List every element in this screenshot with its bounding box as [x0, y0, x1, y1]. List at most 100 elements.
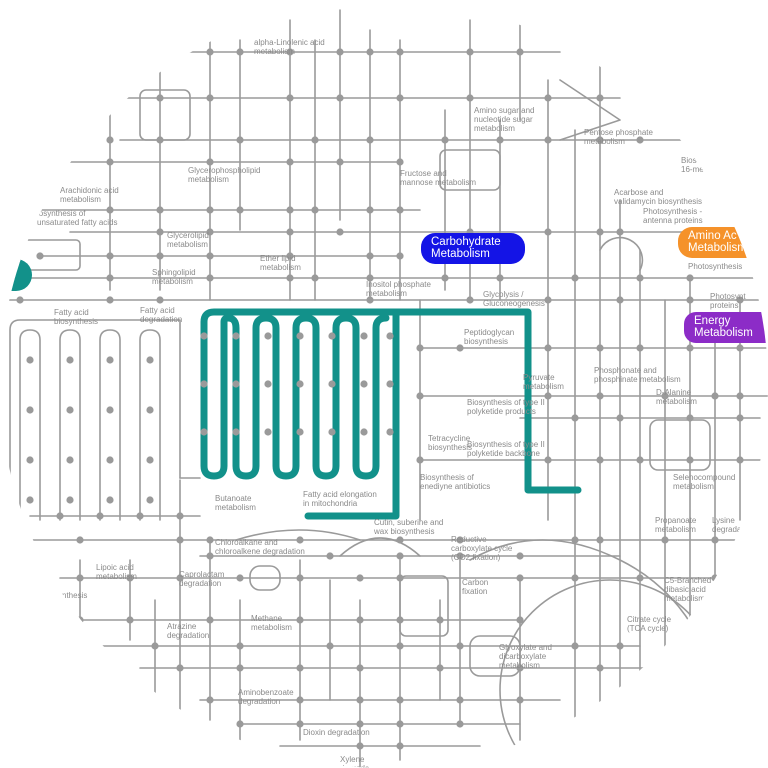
compound-node [236, 206, 244, 214]
pathway-label[interactable]: Acarbose and validamycin biosynthesis [614, 188, 703, 206]
pathway-label[interactable]: Selenocompound metabolism [673, 473, 736, 491]
compound-node [416, 392, 424, 400]
pathway-label[interactable]: Phosphonate and phosphinate metabolism [594, 366, 681, 384]
compound-node [686, 414, 694, 422]
pathway-label[interactable]: Bios 16-me [681, 156, 704, 174]
category-badge-amino-acid[interactable]: Amino Ac Metabolism [678, 227, 768, 258]
pathway-label[interactable]: Pentose phosphate metabolism [584, 128, 653, 146]
pathway-label[interactable]: Fatty acid elongation in mitochondria [303, 490, 377, 508]
compound-node [296, 616, 304, 624]
pathway-label[interactable]: Biosynthesis of type II polyketide produ… [467, 398, 545, 416]
compound-node [466, 94, 474, 102]
pathway-label[interactable]: Amino sugar and nucleotide sugar metabol… [474, 106, 535, 133]
pathway-label[interactable]: Lipoic acid metabolism [96, 563, 137, 581]
compound-node [396, 252, 404, 260]
compound-node [26, 456, 34, 464]
compound-node [366, 252, 374, 260]
compound-node [571, 414, 579, 422]
compound-node [396, 616, 404, 624]
compound-node [296, 380, 304, 388]
compound-node [176, 664, 184, 672]
pathway-label[interactable]: C5-Branched dibasic acid metabolism [664, 576, 712, 603]
compound-node [16, 296, 24, 304]
compound-node [336, 94, 344, 102]
pathway-label[interactable]: Glyoxylate and dicarboxylate metabolism [499, 643, 552, 670]
compound-node [711, 536, 719, 544]
pathway-label[interactable]: Glycerolipid metabolism [167, 231, 209, 249]
pathway-label[interactable]: Ether lipid metabolism [260, 254, 301, 272]
pathway-label[interactable]: iosynthesis of unsaturated fatty acids [37, 209, 118, 227]
pathway-label[interactable]: Biosynthesis of enediyne antibiotics [420, 473, 491, 491]
compound-node [516, 664, 524, 672]
compound-node [571, 536, 579, 544]
compound-node [106, 296, 114, 304]
pathway-label[interactable]: Aminobenzoate degradation [238, 688, 294, 706]
pathway-label[interactable]: Citrate cycle (TCA cycle) [627, 615, 672, 633]
pathway-label[interactable]: D-Alanine metabolism [656, 388, 697, 406]
compound-node [151, 642, 159, 650]
compound-node [328, 380, 336, 388]
highlighted-pathway[interactable] [200, 308, 582, 520]
compound-node [206, 536, 214, 544]
compound-node [146, 356, 154, 364]
pathway-label[interactable]: Propanoate metabolism [655, 516, 697, 534]
pathway-label[interactable]: Atrazine degradation [167, 622, 210, 640]
pathway-label[interactable]: Chloroalkane and chloroalkene degradatio… [215, 538, 305, 556]
pathway-label[interactable]: Sphingolipid metabolism [152, 268, 196, 286]
pathway-label[interactable]: Glycolysis / Gluconeogenesis [483, 290, 545, 308]
pathway-label[interactable]: Photosynthesis [688, 262, 743, 271]
pathway-label[interactable]: Inositol phosphate metabolism [366, 280, 431, 298]
pathway-label[interactable]: Methane metabolism [251, 614, 292, 632]
compound-node [106, 94, 114, 102]
compound-node [286, 158, 294, 166]
pathway-label[interactable]: Pyruvate metabolism [523, 373, 564, 391]
compound-node [206, 206, 214, 214]
compound-node [596, 94, 604, 102]
compound-node [232, 428, 240, 436]
compound-node [596, 344, 604, 352]
pathway-label[interactable]: Tetracycline biosynthesis [428, 434, 473, 452]
pathway-label[interactable]: Dioxin degradation [303, 728, 370, 737]
compound-node [106, 406, 114, 414]
pathway-label[interactable]: Arachidonic acid metabolism [60, 186, 119, 204]
compound-node [326, 642, 334, 650]
pathway-label[interactable]: Biosynthesis of type II polyketide backb… [467, 440, 545, 458]
compound-node [516, 696, 524, 704]
pathway-label[interactable]: Photosynthesis - antenna proteins [643, 207, 703, 225]
compound-node [106, 356, 114, 364]
pathway-label[interactable]: nthesis [62, 591, 88, 600]
compound-node [232, 332, 240, 340]
compound-node [296, 536, 304, 544]
compound-node [396, 94, 404, 102]
compound-node [156, 94, 164, 102]
partial-category-marker [10, 259, 32, 291]
pathway-label[interactable]: Photosynt proteins [710, 292, 746, 310]
compound-node [106, 274, 114, 282]
compound-node [661, 536, 669, 544]
compound-node [596, 536, 604, 544]
category-badge-carbohydrate[interactable]: Carbohydrate Metabolism [421, 233, 525, 264]
pathway-label[interactable]: Carbon fixation [462, 578, 489, 596]
compound-node [66, 496, 74, 504]
pathway-label[interactable]: Fructose and mannose metabolism [400, 169, 477, 187]
pathway-label[interactable]: Reductive carboxylate cycle (CO2 fixatio… [451, 535, 513, 562]
pathway-label[interactable]: Fatty acid biosynthesis [54, 308, 99, 326]
compound-node [236, 720, 244, 728]
compound-node [386, 380, 394, 388]
pathway-label[interactable]: Butanoate metabolism [215, 494, 256, 512]
compound-node [596, 456, 604, 464]
pathway-label[interactable]: Glycerophospholipid metabolism [188, 166, 261, 184]
compound-node [146, 496, 154, 504]
pathway-label[interactable]: Peptidoglycan biosynthesis [464, 328, 515, 346]
category-badge-energy[interactable]: Energy Metabolism [684, 312, 768, 343]
pathway-label[interactable]: Xylene degrada [340, 755, 369, 768]
pathway-label[interactable]: Lysine degrada [712, 516, 742, 534]
pathway-label[interactable]: Cutin, suberine and wax biosynthesis [374, 518, 444, 536]
pathway-label[interactable]: Fatty acid degradation [140, 306, 183, 324]
pathway-label[interactable]: Caprolactam degradation [179, 570, 225, 588]
compound-node [206, 48, 214, 56]
compound-node [416, 456, 424, 464]
pathway-label[interactable]: alpha-Linolenic acid metabolism [254, 38, 325, 56]
